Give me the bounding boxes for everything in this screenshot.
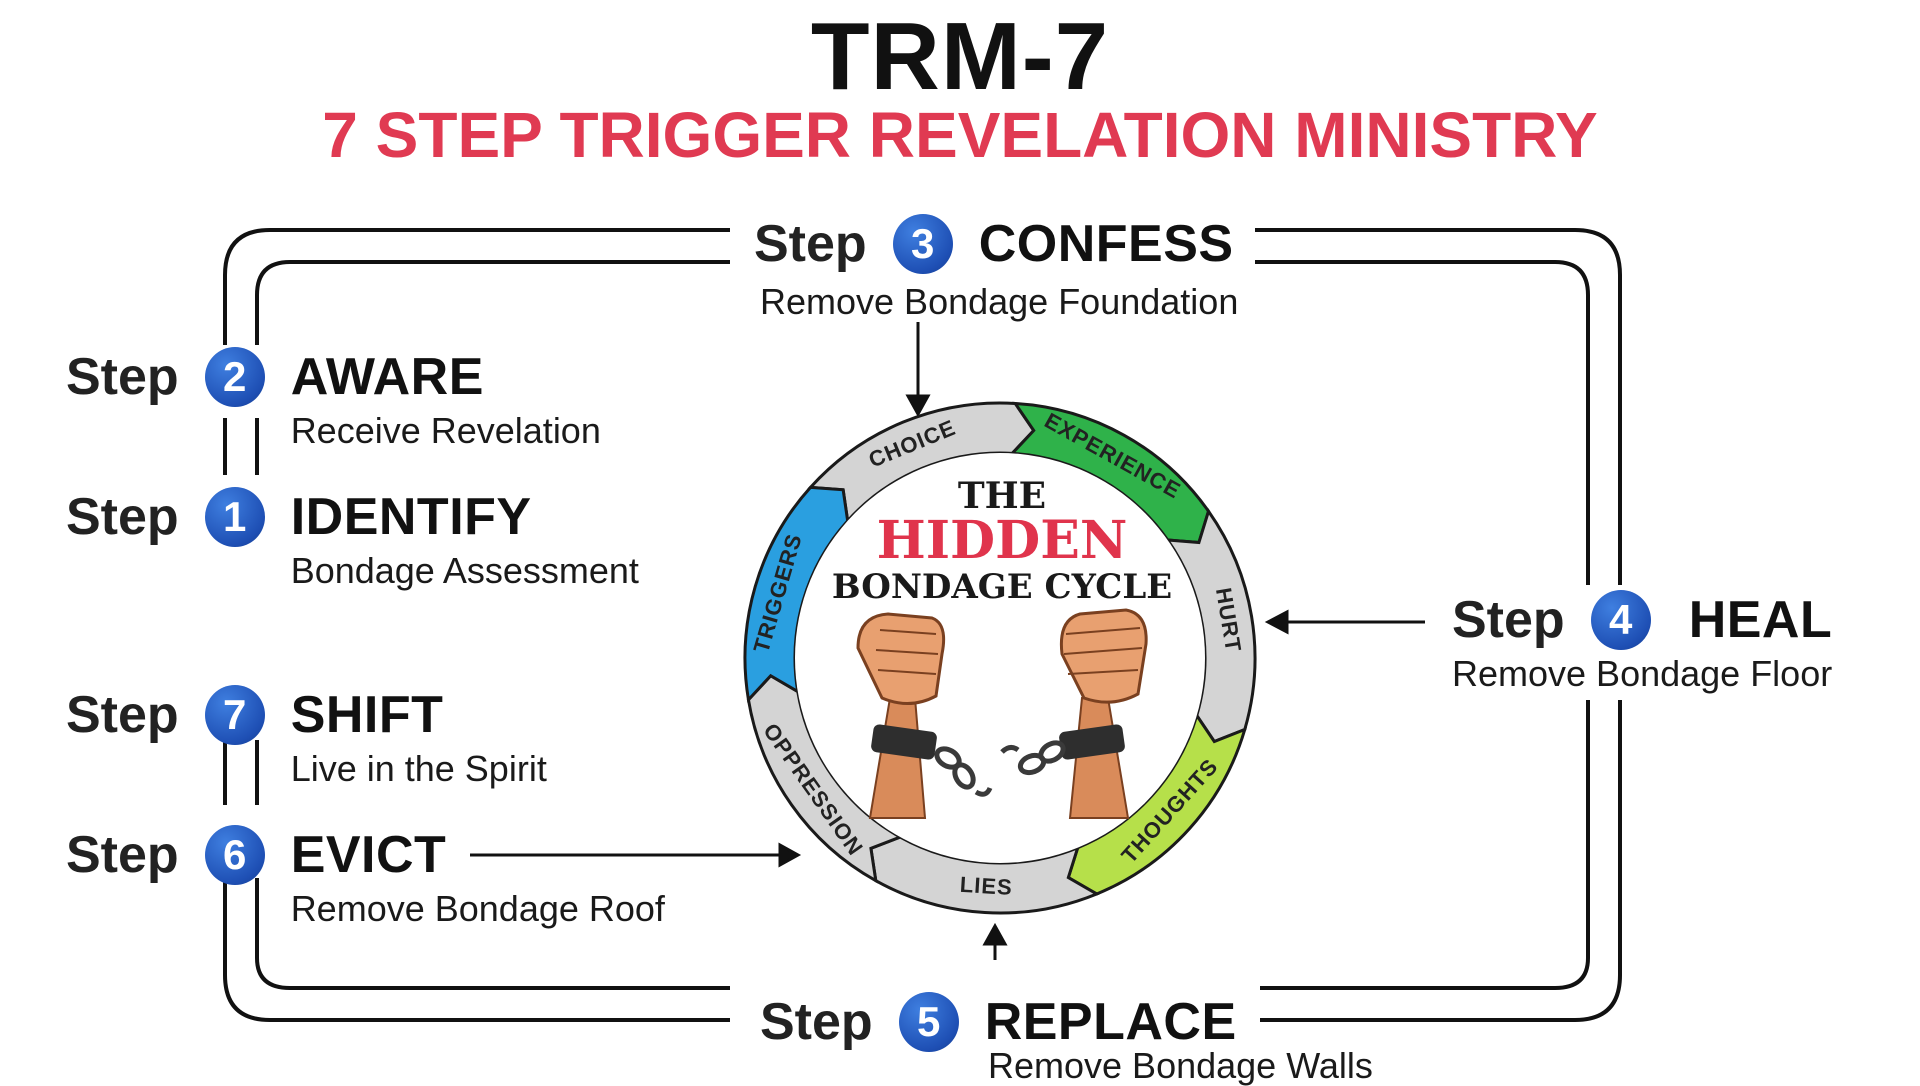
- step-name: IDENTIFY: [290, 488, 532, 546]
- step-word: Step: [66, 686, 179, 744]
- step-name: SHIFT: [290, 686, 444, 744]
- step-3-description: Remove Bondage Foundation: [760, 281, 1239, 322]
- broken-chain-fists-icon: [856, 608, 1148, 819]
- step-number-badge: 6: [204, 825, 265, 885]
- step-7-shift: Step 7 SHIFT Live in the Spirit: [66, 683, 547, 789]
- step-word: Step: [66, 348, 179, 406]
- step-word: Step: [754, 215, 867, 273]
- page-title: TRM-7: [810, 3, 1110, 110]
- step-1-identify: Step 1 IDENTIFY Bondage Assessment: [66, 485, 639, 591]
- step-name: CONFESS: [978, 215, 1234, 273]
- step-word: Step: [66, 826, 179, 884]
- step-word: Step: [1452, 591, 1565, 649]
- step-number-badge: 7: [204, 685, 265, 745]
- cycle-title-hidden: HIDDEN: [877, 510, 1128, 571]
- step-4-description: Remove Bondage Floor: [1452, 653, 1833, 694]
- step-5-description: Remove Bondage Walls: [988, 1045, 1373, 1086]
- step-description: Remove Bondage Roof: [290, 888, 665, 929]
- step-name: AWARE: [290, 348, 484, 406]
- step-3-confess: Step 3 CONFESS: [754, 212, 1234, 276]
- step-number-badge: 2: [204, 347, 265, 407]
- cycle-title-bondage-cycle: BONDAGE CYCLE: [832, 567, 1172, 607]
- step-description: Bondage Assessment: [290, 550, 639, 591]
- step-description: Live in the Spirit: [290, 748, 547, 789]
- step-description: Receive Revelation: [290, 410, 601, 451]
- step-number-badge: 5: [898, 992, 959, 1052]
- step-number-badge: 3: [892, 214, 953, 274]
- step-5-replace: Step 5 REPLACE: [760, 990, 1237, 1054]
- step-name: REPLACE: [984, 993, 1237, 1051]
- step-4-heal: Step 4 HEAL: [1452, 588, 1832, 652]
- cycle-segment-triggers: [743, 485, 850, 704]
- step-word: Step: [760, 993, 873, 1051]
- step-name: HEAL: [1688, 591, 1833, 649]
- step-number-badge: 1: [204, 487, 265, 547]
- step-word: Step: [66, 488, 179, 546]
- cycle-label-lies: LIES: [959, 872, 1013, 900]
- page-subtitle: 7 STEP TRIGGER REVELATION MINISTRY: [322, 99, 1598, 171]
- step-2-aware: Step 2 AWARE Receive Revelation: [66, 345, 601, 451]
- step-number-badge: 4: [1590, 590, 1651, 650]
- step-6-evict: Step 6 EVICT Remove Bondage Roof: [66, 823, 665, 929]
- cycle-title-the: THE: [958, 475, 1046, 517]
- step-name: EVICT: [290, 826, 447, 884]
